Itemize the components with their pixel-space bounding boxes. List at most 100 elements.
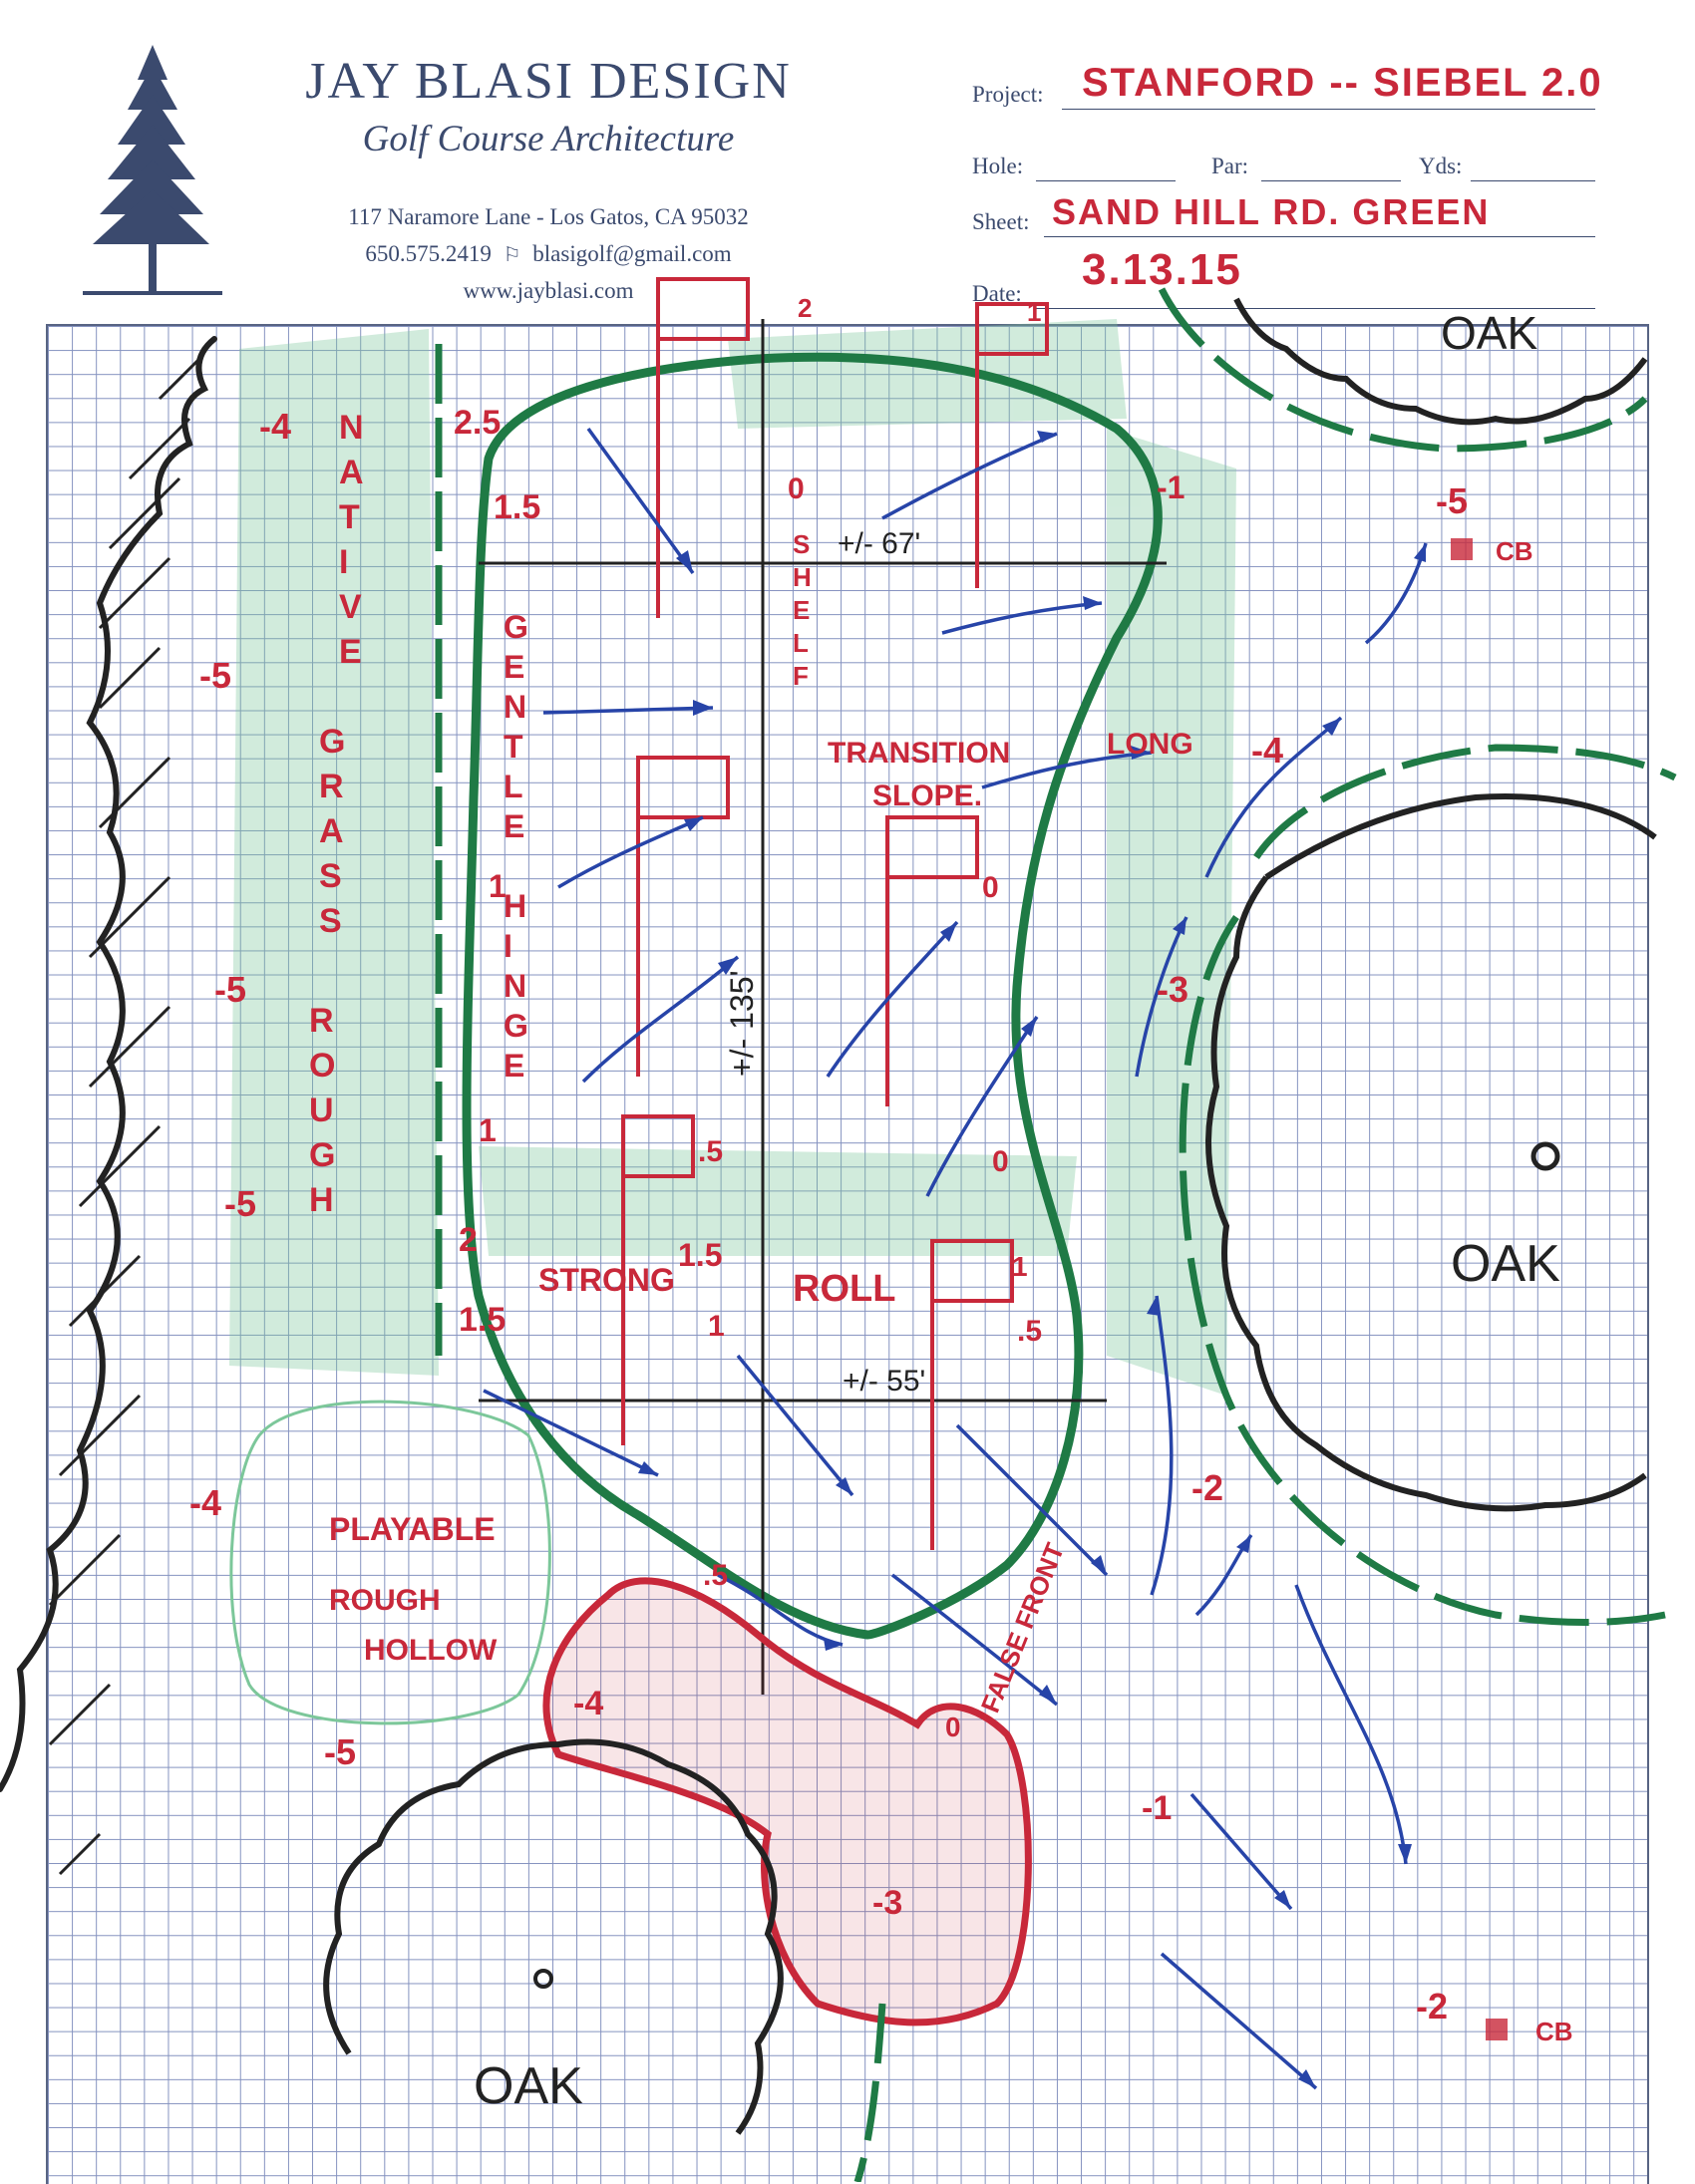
native-grass-rough-shading bbox=[229, 319, 1236, 1396]
elevation-spot-heights: -4 -5 -5 -5 -4 -5 2.5 1.5 2 1.5 1 1 1.5 … bbox=[189, 293, 1468, 2027]
oak-dripline-right bbox=[1179, 744, 1677, 1626]
letterhead: JAY BLASI DESIGN Golf Course Architectur… bbox=[0, 0, 1695, 319]
cb-marker-bottom bbox=[1486, 2019, 1508, 2040]
length-label: +/- 135' bbox=[724, 970, 760, 1077]
company-phone: 650.575.2419 bbox=[365, 241, 492, 266]
svg-text:R: R bbox=[309, 1002, 334, 1040]
svg-text:-4: -4 bbox=[259, 406, 291, 447]
svg-text:0: 0 bbox=[982, 871, 999, 904]
company-email[interactable]: blasigolf@gmail.com bbox=[532, 241, 732, 266]
yds-line[interactable] bbox=[1471, 180, 1595, 181]
svg-text:E: E bbox=[504, 649, 524, 685]
cb-marker-top bbox=[1451, 538, 1473, 560]
label-hollow: HOLLOW bbox=[364, 1634, 498, 1667]
svg-text:1: 1 bbox=[479, 1112, 497, 1148]
hole-label: Hole: bbox=[972, 154, 1024, 178]
svg-text:E: E bbox=[504, 808, 524, 844]
label-false-front: FALSE FRONT bbox=[975, 1538, 1070, 1716]
tree-shadow-left bbox=[48, 357, 201, 1876]
svg-text:I: I bbox=[504, 928, 512, 964]
svg-text:E: E bbox=[793, 595, 810, 625]
svg-text:A: A bbox=[339, 454, 364, 491]
svg-text:-1: -1 bbox=[1157, 469, 1185, 505]
label-long: LONG bbox=[1107, 728, 1193, 761]
oak-dripline-top-right bbox=[1158, 287, 1648, 453]
svg-text:E: E bbox=[504, 1048, 524, 1084]
date-line bbox=[1034, 308, 1595, 309]
label-roll: ROLL bbox=[793, 1268, 895, 1310]
hole-line[interactable] bbox=[1036, 180, 1176, 181]
measurement-axes bbox=[479, 319, 1167, 1695]
svg-text:-5: -5 bbox=[324, 1731, 356, 1772]
svg-text:1: 1 bbox=[1012, 1251, 1028, 1282]
svg-text:-5: -5 bbox=[224, 1183, 256, 1224]
svg-text:G: G bbox=[504, 609, 528, 645]
svg-text:-2: -2 bbox=[1191, 1467, 1223, 1508]
svg-text:.5: .5 bbox=[1017, 1315, 1042, 1348]
width-bottom-label: +/- 55' bbox=[843, 1365, 925, 1398]
yds-label: Yds: bbox=[1419, 154, 1463, 178]
svg-text:H: H bbox=[504, 888, 526, 924]
par-line[interactable] bbox=[1261, 180, 1401, 181]
par-label: Par: bbox=[1211, 154, 1249, 178]
oak-canopy-top-right bbox=[1233, 297, 1648, 426]
svg-text:-5: -5 bbox=[1436, 480, 1468, 521]
hole-par-yds-row: Hole: Par: Yds: bbox=[972, 142, 1620, 181]
svg-text:.5: .5 bbox=[698, 1135, 723, 1168]
sheet-line bbox=[1044, 236, 1595, 237]
svg-text:A: A bbox=[319, 812, 344, 850]
project-value: STANFORD -- SIEBEL 2.0 bbox=[1082, 61, 1603, 105]
tree-canopy-left bbox=[0, 336, 217, 1792]
oak-trunk-bottom bbox=[533, 1969, 553, 1989]
svg-text:-4: -4 bbox=[189, 1482, 221, 1523]
date-field[interactable]: Date: 3.13.15 bbox=[972, 245, 1620, 309]
company-address: 117 Naramore Lane - Los Gatos, CA 95032 bbox=[348, 204, 749, 229]
width-top-label: +/- 67' bbox=[838, 527, 920, 560]
cb-label-bottom: CB bbox=[1535, 2017, 1573, 2046]
company-tagline: Golf Course Architecture bbox=[362, 119, 735, 159]
company-website[interactable]: www.jayblasi.com bbox=[463, 278, 634, 303]
label-shelf: S H E L F bbox=[793, 529, 812, 691]
oak-label-top-right: OAK bbox=[1441, 307, 1537, 359]
svg-text:-3: -3 bbox=[872, 1884, 902, 1922]
label-slope: SLOPE. bbox=[872, 780, 982, 812]
company-contact-line: 650.575.2419 ⚐ blasigolf@gmail.com bbox=[284, 241, 813, 267]
sheet-label: Sheet: bbox=[972, 209, 1030, 234]
putting-green-outline bbox=[462, 352, 1163, 1640]
flag-icon: ⚐ bbox=[503, 244, 521, 266]
svg-text:0: 0 bbox=[945, 1712, 961, 1742]
svg-text:R: R bbox=[319, 768, 344, 805]
label-native-grass-rough: N A T I V E G R A S S R O U G H bbox=[309, 409, 364, 1219]
svg-text:S: S bbox=[793, 529, 810, 559]
svg-text:E: E bbox=[339, 633, 362, 671]
svg-text:-4: -4 bbox=[1251, 730, 1283, 771]
svg-text:-5: -5 bbox=[214, 969, 246, 1010]
front-bunker bbox=[542, 1577, 1032, 2027]
svg-text:-3: -3 bbox=[1157, 969, 1188, 1010]
svg-text:H: H bbox=[793, 562, 812, 592]
svg-text:U: U bbox=[309, 1092, 334, 1129]
svg-text:-4: -4 bbox=[573, 1685, 603, 1722]
oak-canopy-bottom bbox=[323, 1738, 784, 2135]
label-gentle-hinge: G E N T L E H I N G E bbox=[504, 609, 528, 1084]
oak-canopy-right-top bbox=[1264, 793, 1657, 880]
graph-paper-grid bbox=[46, 324, 1649, 2184]
svg-text:1.5: 1.5 bbox=[678, 1237, 722, 1273]
svg-text:N: N bbox=[504, 968, 526, 1004]
svg-text:G: G bbox=[309, 1136, 335, 1174]
svg-text:1: 1 bbox=[1027, 297, 1041, 327]
svg-text:S: S bbox=[319, 857, 342, 895]
sheet-field[interactable]: Sheet: SAND HILL RD. GREEN bbox=[972, 191, 1620, 237]
svg-text:T: T bbox=[504, 729, 523, 765]
drainage-arrowheads bbox=[638, 431, 1426, 2088]
svg-text:V: V bbox=[339, 588, 362, 626]
svg-text:0: 0 bbox=[992, 1145, 1009, 1178]
svg-text:G: G bbox=[504, 1008, 528, 1044]
project-label: Project: bbox=[972, 82, 1044, 107]
svg-text:N: N bbox=[339, 409, 364, 447]
cart-path-bottom bbox=[853, 2003, 886, 2182]
project-line bbox=[1062, 109, 1595, 110]
project-field[interactable]: Project: STANFORD -- SIEBEL 2.0 bbox=[972, 61, 1620, 110]
svg-text:L: L bbox=[504, 769, 523, 804]
